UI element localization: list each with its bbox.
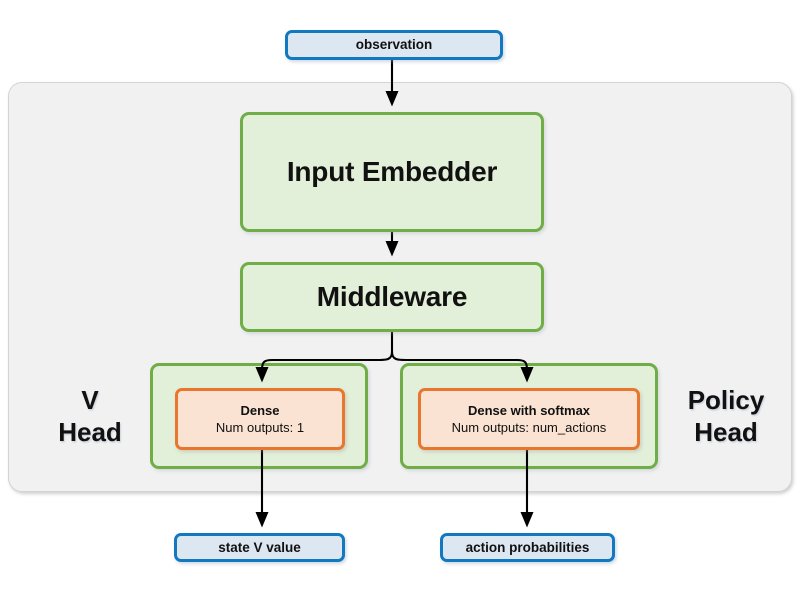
node-state-v-value-label: state V value bbox=[218, 539, 301, 555]
node-dense-softmax-outputs: Num outputs: num_actions bbox=[451, 420, 607, 435]
v-head-label-line2: Head bbox=[58, 417, 122, 447]
node-dense-v[interactable]: Dense Num outputs: 1 bbox=[175, 388, 345, 450]
policy-head-label-line2: Head bbox=[694, 417, 758, 447]
node-observation[interactable]: observation bbox=[285, 30, 503, 60]
node-dense-softmax[interactable]: Dense with softmax Num outputs: num_acti… bbox=[418, 388, 640, 450]
policy-head-label: Policy Head bbox=[664, 382, 788, 452]
node-middleware-label: Middleware bbox=[316, 281, 468, 313]
node-state-v-value[interactable]: state V value bbox=[174, 533, 345, 562]
v-head-label: V Head bbox=[38, 382, 142, 452]
node-dense-softmax-title: Dense with softmax bbox=[467, 402, 591, 418]
node-action-probabilities[interactable]: action probabilities bbox=[440, 533, 615, 562]
node-input-embedder[interactable]: Input Embedder bbox=[240, 112, 544, 232]
policy-head-label-line1: Policy bbox=[687, 385, 765, 416]
node-dense-v-title: Dense bbox=[240, 402, 280, 418]
node-input-embedder-label: Input Embedder bbox=[286, 156, 498, 188]
node-observation-label: observation bbox=[355, 37, 433, 53]
node-action-probabilities-label: action probabilities bbox=[465, 539, 590, 555]
node-dense-v-outputs: Num outputs: 1 bbox=[215, 420, 305, 435]
v-head-label-line1: V bbox=[81, 385, 99, 416]
node-middleware[interactable]: Middleware bbox=[240, 262, 544, 332]
